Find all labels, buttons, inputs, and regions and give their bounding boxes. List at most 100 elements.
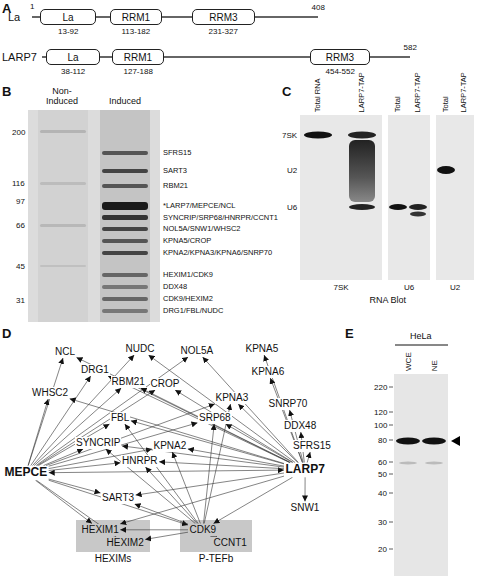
domain-box: RRM3 [192,9,255,25]
domain-box: RRM1 [110,9,162,25]
label-wrap: D [2,327,11,342]
figure-label: 200 [12,128,25,137]
label-wrap: DRG1/FBL/NUDC [163,307,223,316]
protein-node: CDK9 [189,524,218,536]
interaction-arrow [28,358,63,466]
complex-band: HEXIMsHEXIM1HEXIM2 [76,520,150,552]
figure-label: SFRS15 [163,148,191,157]
protein-name: CCNT1 [214,537,247,548]
figure-label: 97 [16,197,25,206]
label-wrap: KPNA5/CROP [163,237,211,246]
protein-node: KPNA6 [251,366,286,378]
figure-label: 120 [374,408,387,417]
protein-node: NCL [54,346,76,358]
interaction-arrow [204,404,230,524]
figure-label: 100 [374,421,387,430]
protein-name: KPNA3 [216,392,249,403]
domain-box: La [40,9,96,25]
label-wrap: NE [429,360,438,371]
label-wrap: NOL5A/SNW1/WHSC2 [163,225,241,234]
protein-node: SART3 [101,492,135,504]
interaction-arrow [188,449,284,466]
label-wrap: WCE [403,352,412,371]
label-wrap: 97 [16,197,25,206]
label-wrap: E [345,327,354,342]
label-wrap: DDX48 [163,283,187,292]
protein-name: CROP [151,378,180,389]
label-wrap: U6 [287,203,297,212]
figure-label: RNA Blot [370,295,407,305]
label-wrap: RBM21 [163,182,188,191]
interaction-arrow [172,452,200,524]
figure-label: 40 [378,489,387,498]
label-wrap: *LARP7/MEPCE/NCL [163,202,236,211]
interaction-arrow [36,480,93,523]
domain-name: RRM3 [209,12,237,23]
interaction-arrow [106,449,196,524]
figure-label: 13-92 [58,27,78,36]
protein-node: KPNA2 [153,440,188,452]
label-wrap: 60 [378,458,387,467]
protein-name: FBL [111,412,129,423]
label-wrap: 45 [16,262,25,271]
label-wrap: 231-327 [209,27,238,36]
label-wrap: Total RNA [314,78,323,112]
figure-label: E [345,326,354,341]
interaction-arrow [36,480,116,536]
label-wrap: Total [394,96,403,112]
band-caption-wrap: P-TEFb [180,553,252,565]
label-wrap: 454-552 [326,67,355,76]
label-wrap: CDK9/HEXIM2 [163,295,213,304]
label-wrap: 408 [312,3,325,12]
interaction-arrow [37,390,155,466]
figure-label: SART3 [163,166,187,175]
protein-name: LARP7 [286,462,325,476]
figure-label: 45 [16,262,25,271]
band-caption: P-TEFb [199,553,233,564]
figure-label: 30 [378,518,387,527]
protein-name: NOL5A [181,345,214,356]
figure-label: 116 [12,179,25,188]
figure-label: LARP7-TAP [413,72,422,112]
label-wrap: Induced [109,96,141,106]
protein-node: NOL5A [180,345,215,357]
label-wrap: 66 [16,221,25,230]
label-wrap: 127-188 [124,67,153,76]
label-wrap: 113-182 [122,27,151,36]
label-wrap: U2 [450,283,460,292]
protein-node: SRP68 [198,412,232,424]
figure-label: 7SK [334,283,349,292]
western-blot [389,345,460,576]
protein-gel [28,110,160,322]
domain-box: RRM3 [310,49,370,65]
figure-label: 1 [30,2,34,11]
figure-label: 20 [378,545,387,554]
protein-node: LARP7 [285,463,326,477]
protein-node: KPNA5 [245,343,280,355]
protein-node: FBL [110,412,130,424]
figure-label: C [282,84,291,99]
protein-name: SNW1 [291,502,320,513]
protein-name: SYNCRIP [76,437,120,448]
label-wrap: 100 [374,421,387,430]
protein-name: WHSC2 [32,387,68,398]
interaction-arrow [131,421,284,464]
interaction-arrow [120,529,188,530]
protein-name: DRG1 [81,364,109,375]
label-wrap: B [2,85,11,100]
protein-name: HEXIM2 [107,537,144,548]
interaction-arrow [31,376,91,466]
domain-box: La [46,49,100,65]
figure-label: DDX48 [163,282,187,291]
interaction-arrow [203,357,299,463]
protein-name: MEPCE [5,465,48,479]
protein-node: DDX48 [283,420,317,432]
figure-label: WCE [403,352,412,371]
label-wrap: 200 [12,128,25,137]
protein-name: NUDC [126,343,155,354]
label-wrap: 582 [404,43,417,52]
domain-name: RRM3 [326,52,354,63]
label-wrap: U6 [404,283,414,292]
